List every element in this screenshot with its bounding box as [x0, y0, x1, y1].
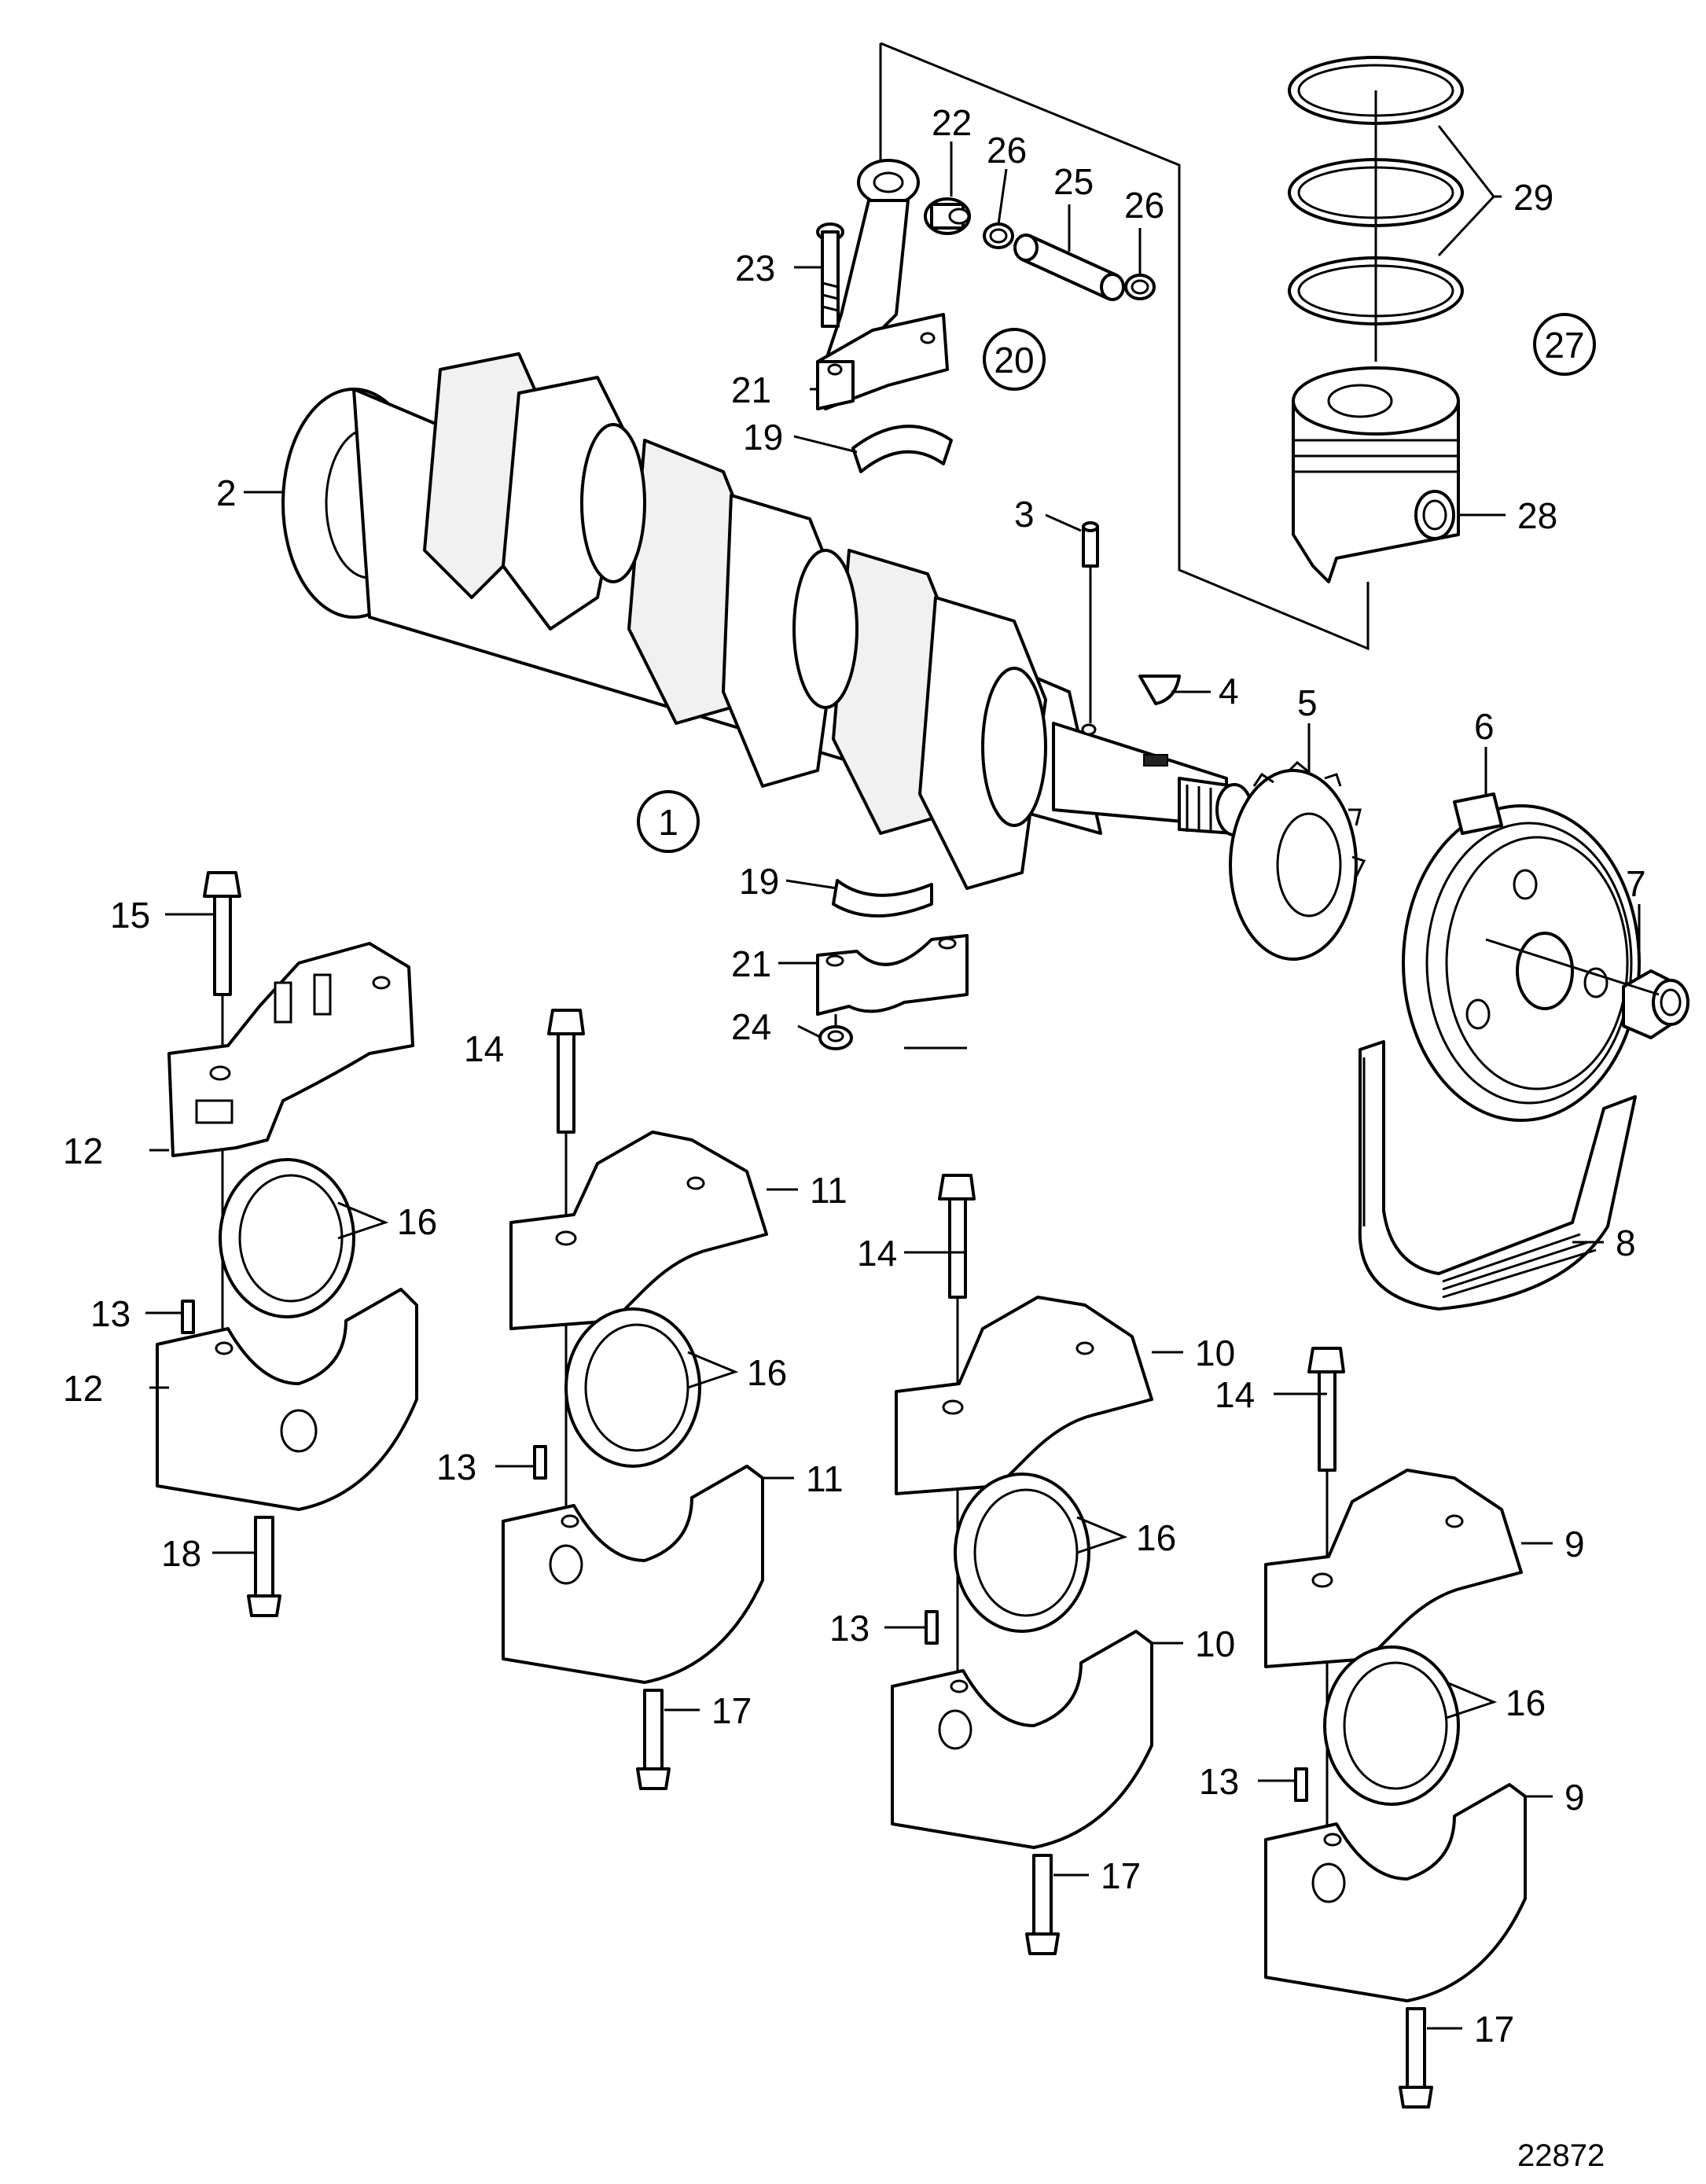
rod-bolt [816, 222, 844, 328]
crankshaft-pulley [1402, 792, 1641, 1122]
label-17-a: 17 [711, 1690, 752, 1731]
label-22: 22 [932, 102, 972, 143]
label-8: 8 [1616, 1223, 1636, 1263]
upper-rod-bearing-shell [851, 425, 953, 473]
label-16-a: 16 [397, 1201, 437, 1242]
piston-pin [1013, 233, 1125, 301]
label-16-c: 16 [1136, 1517, 1176, 1558]
label-11-upper: 11 [810, 1170, 847, 1211]
assembly-frame-line [880, 42, 1370, 651]
label-6: 6 [1474, 706, 1495, 747]
label-5: 5 [1297, 682, 1318, 723]
woodruff-key [1138, 675, 1181, 705]
connecting-rod [816, 159, 949, 410]
label-29: 29 [1513, 177, 1553, 218]
label-9-upper: 9 [1564, 1524, 1585, 1564]
piston [1292, 366, 1460, 583]
label-19-lower: 19 [739, 861, 779, 902]
rod-nut [818, 1014, 853, 1050]
label-20: 20 [994, 340, 1034, 381]
label-14-c: 14 [1215, 1374, 1255, 1415]
main-bearing-stack-10 [891, 1174, 1153, 1955]
dowel-pin [1082, 521, 1099, 723]
callout-labels: 1 2 3 4 5 6 7 8 9 9 10 10 11 11 12 12 13… [63, 102, 1646, 2173]
label-13-a: 13 [90, 1293, 131, 1334]
crankshaft-gear [1229, 760, 1366, 961]
callout-circle-27 [1533, 313, 1596, 376]
label-13-b: 13 [436, 1447, 476, 1487]
label-11-lower: 11 [806, 1458, 844, 1499]
circlip-right [1124, 274, 1156, 300]
label-7: 7 [1626, 863, 1646, 904]
circlip-left [983, 222, 1014, 249]
poly-v-belt [1358, 1040, 1637, 1311]
main-bearing-stack-12 [156, 871, 418, 1617]
callout-circle-20 [983, 328, 1046, 391]
label-14-b: 14 [857, 1233, 897, 1274]
label-21-upper: 21 [731, 370, 771, 410]
label-25: 25 [1053, 161, 1094, 202]
pulley-nut [1485, 938, 1689, 1039]
label-15: 15 [110, 895, 150, 936]
label-16-d: 16 [1506, 1682, 1546, 1723]
lower-rod-bearing-shell [832, 879, 933, 917]
label-12-upper: 12 [63, 1131, 103, 1171]
callout-circle-1 [637, 790, 700, 853]
piston-rings [1288, 56, 1464, 362]
label-24: 24 [731, 1006, 771, 1047]
small-end-bushing [924, 197, 971, 235]
label-2: 2 [216, 472, 237, 513]
label-9-lower: 9 [1564, 1777, 1585, 1818]
label-26-a: 26 [987, 130, 1027, 171]
label-27: 27 [1544, 325, 1584, 366]
label-3: 3 [1014, 494, 1035, 535]
label-17-b: 17 [1101, 1855, 1141, 1896]
label-21-lower: 21 [731, 943, 771, 984]
label-10-upper: 10 [1195, 1333, 1235, 1373]
label-13-c: 13 [829, 1608, 870, 1649]
main-bearing-stack-11 [502, 1009, 768, 1790]
label-23: 23 [735, 248, 775, 289]
label-1: 1 [658, 802, 678, 843]
main-bearing-stack-9 [1264, 1347, 1527, 2109]
label-10-lower: 10 [1195, 1623, 1235, 1664]
label-28: 28 [1517, 495, 1557, 536]
label-26-b: 26 [1124, 185, 1164, 226]
crankshaft [281, 352, 1253, 890]
rod-cap [816, 934, 969, 1016]
label-16-b: 16 [747, 1352, 787, 1393]
reference-number: 22872 [1517, 2138, 1605, 2173]
leader-lines [145, 125, 1641, 2030]
label-4: 4 [1219, 671, 1239, 711]
label-19-upper: 19 [743, 417, 783, 458]
label-14-a: 14 [464, 1028, 504, 1069]
label-12-lower: 12 [63, 1368, 103, 1409]
label-13-d: 13 [1199, 1761, 1239, 1802]
label-18: 18 [161, 1533, 201, 1574]
label-17-c: 17 [1474, 2009, 1514, 2050]
